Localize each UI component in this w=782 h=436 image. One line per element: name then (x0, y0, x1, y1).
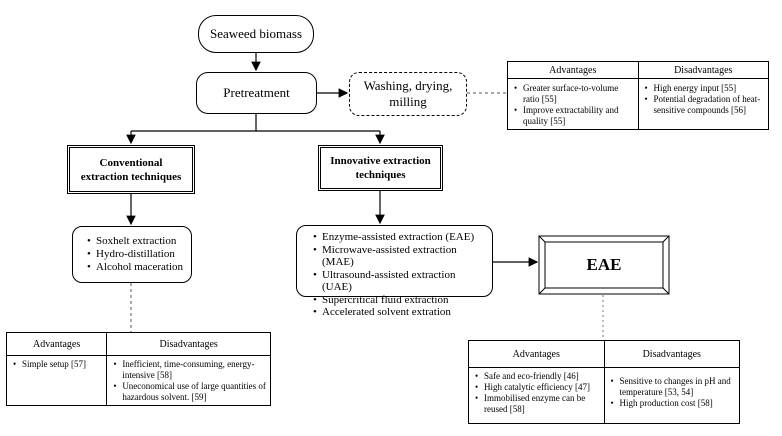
list-item: Accelerated solvent extration (313, 306, 488, 319)
branch-line (131, 114, 257, 132)
pretreatment-node: Pretreatment (196, 72, 317, 114)
pretreatment-dis-cell: High energy input [55] Potential degrada… (637, 78, 769, 130)
washing-node: Washing, drying, milling (349, 72, 467, 116)
innovative-node: Innovative extraction techniques (318, 145, 443, 191)
list-item: High energy input [55] (645, 83, 765, 94)
list-item: Improve extractability and quality [55] (514, 105, 634, 127)
seaweed-biomass-label: Seaweed biomass (209, 26, 303, 41)
list-item: Hydro-distillation (87, 248, 185, 261)
innovative-methods-box: Enzyme-assisted extraction (EAE) Microwa… (296, 225, 493, 318)
list-item: Sensitive to changes in pH and temperatu… (611, 376, 736, 398)
list-item: High production cost [58] (611, 398, 736, 409)
eae-adv-header: Advantages (468, 340, 605, 368)
conventional-label: Conventional extraction techniques (80, 156, 182, 183)
list-item: Supercritical fluid extraction (313, 294, 488, 307)
conventional-dis-header: Disadvantages (106, 332, 271, 356)
pretreatment-adv-header: Advantages (507, 61, 639, 79)
list-item: Simple setup [57] (13, 359, 102, 370)
list-item: Ultrasound-assisted extraction (UAE) (313, 269, 488, 294)
conventional-adv-header: Advantages (5, 332, 108, 356)
conventional-methods-box: Soxhelt extraction Hydro-distillation Al… (72, 226, 192, 283)
list-item: Safe and eco-friendly [46] (475, 371, 600, 382)
eae-table: Advantages Disadvantages Safe and eco-fr… (468, 340, 740, 424)
pretreatment-dis-header: Disadvantages (637, 61, 769, 79)
conventional-dis-cell: Inefficient, time-consuming, energy-inte… (106, 355, 271, 406)
list-item: Soxhelt extraction (87, 235, 185, 248)
eae-label: EAE (586, 255, 622, 274)
conventional-node: Conventional extraction techniques (67, 145, 195, 194)
eae-dis-header: Disadvantages (603, 340, 740, 368)
pretreatment-label: Pretreatment (223, 85, 290, 100)
eae-adv-cell: Safe and eco-friendly [46] High catalyti… (468, 367, 605, 424)
list-item: Immobilised enzyme can be reused [58] (475, 393, 600, 415)
list-item: Microwave-assisted extraction (MAE) (313, 244, 488, 269)
seaweed-biomass-node: Seaweed biomass (198, 15, 314, 53)
list-item: Alcohol maceration (87, 261, 185, 274)
list-item: Enzyme-assisted extraction (EAE) (313, 231, 488, 244)
innovative-label: Innovative extraction techniques (330, 155, 431, 181)
washing-label: Washing, drying, milling (363, 78, 453, 109)
list-item: High catalytic efficiency [47] (475, 382, 600, 393)
pretreatment-adv-cell: Greater surface-to-volume ratio [55] Imp… (507, 78, 639, 130)
conventional-table: Advantages Disadvantages Simple setup [5… (5, 332, 271, 406)
list-item: Potential degradation of heat-sensitive … (645, 94, 765, 116)
list-item: Inefficient, time-consuming, energy-inte… (113, 359, 266, 381)
pretreatment-table: Advantages Disadvantages Greater surface… (507, 61, 769, 130)
eae-dis-cell: Sensitive to changes in pH and temperatu… (603, 367, 740, 424)
list-item: Greater surface-to-volume ratio [55] (514, 83, 634, 105)
list-item: Uneconomical use of large quantities of … (113, 381, 266, 403)
conventional-adv-cell: Simple setup [57] (5, 355, 108, 406)
